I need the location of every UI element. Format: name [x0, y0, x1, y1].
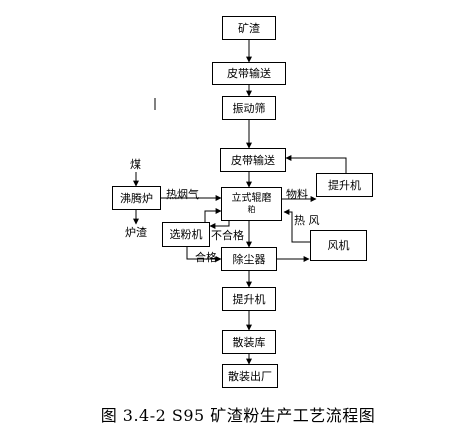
arrow-accept-to-dust	[186, 247, 222, 262]
figure-caption: 图 3.4-2 S95 矿渣粉生产工艺流程图	[100, 406, 376, 425]
node-bulk-out: 散装出厂	[222, 364, 278, 388]
arrow-reject-to-mill	[204, 208, 222, 222]
label-ash: 炉渣	[125, 226, 147, 239]
arrow-elevator1-to-belt2	[285, 155, 347, 173]
node-fan: 风机	[310, 230, 367, 261]
node-elevator-2: 提升机	[222, 287, 276, 311]
label-coal: 煤	[130, 158, 141, 171]
node-vibrating-screen: 振动筛	[222, 96, 276, 120]
node-belt-conveyor-1: 皮带输送	[212, 62, 286, 85]
node-belt-conveyor-2: 皮带输送	[220, 148, 286, 172]
label-accept: 合格	[195, 251, 217, 264]
label-material: 物料	[286, 188, 308, 201]
node-slag: 矿渣	[222, 16, 276, 40]
node-bulk-store: 散装库	[222, 330, 276, 354]
node-boiler: 沸腾炉	[112, 186, 161, 210]
node-separator: 选粉机	[162, 222, 210, 247]
label-reject: 不合格	[211, 229, 244, 242]
arrow-mill-to-separator	[209, 221, 230, 229]
node-vertical-roller-mill: 立式辊磨 粕	[221, 187, 282, 221]
node-dust-collector: 除尘器	[221, 247, 277, 271]
arrow-fan-to-mill	[283, 209, 310, 243]
label-hot-air: 热 风	[294, 214, 320, 227]
node-elevator-1: 提升机	[316, 173, 373, 197]
label-hot-flue-gas: 热烟气	[166, 188, 199, 201]
